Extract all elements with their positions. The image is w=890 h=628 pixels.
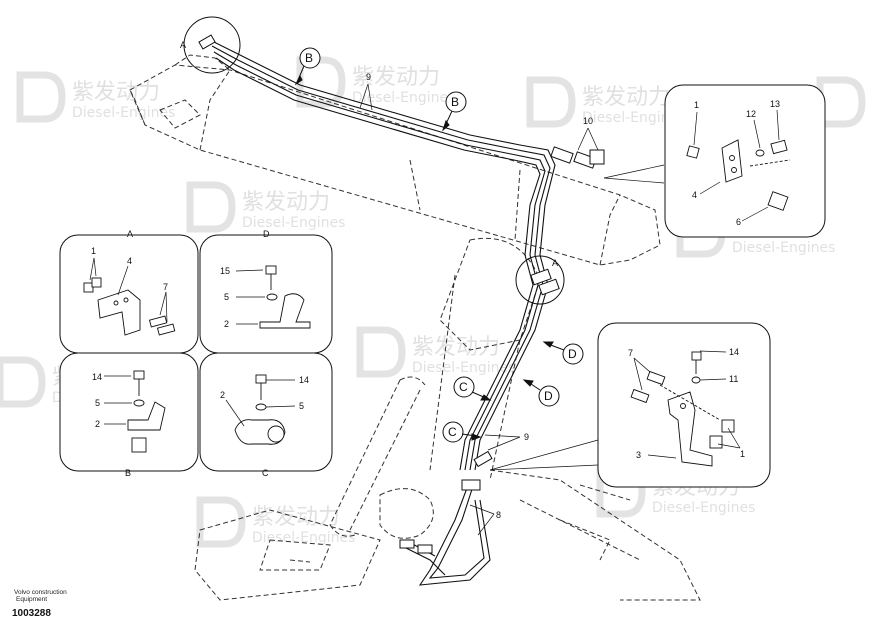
inset-a-7: 7 [163, 282, 168, 292]
top-fittings [198, 34, 605, 554]
inset-top-right: 1 12 13 4 6 [664, 84, 826, 238]
inset-c-14: 14 [299, 375, 309, 385]
inset-tr-13: 13 [770, 99, 780, 109]
inset-br-3: 3 [636, 450, 641, 460]
circled-callouts [294, 47, 584, 443]
inset-b-5: 5 [95, 398, 100, 408]
inset-a: A 1 4 7 [59, 229, 199, 354]
inset-tr-4: 4 [692, 190, 697, 200]
watermark-sub: Diesel-Engines [652, 500, 755, 516]
callout-c-2: C [448, 425, 457, 439]
inset-c-2: 2 [220, 390, 225, 400]
footer-brand-line1: Volvo construction [14, 589, 67, 596]
inset-c: 2 14 5 C [199, 352, 333, 478]
watermark-sub: Diesel-Engines [252, 530, 355, 546]
watermark-sub: Diesel-Engines [352, 90, 455, 106]
callout-a-mid: A [552, 258, 558, 268]
callout-d-2: D [544, 389, 553, 403]
callout-8: 8 [496, 510, 501, 520]
watermark-brand: 紫发动力 [582, 85, 670, 110]
watermark-sub: Diesel-Engines [582, 110, 685, 126]
inset-d: D 15 5 2 [199, 229, 333, 354]
inset-br-11: 11 [729, 374, 738, 384]
footer-drawing-number: 1003288 [12, 608, 51, 619]
watermark-brand: 紫发动力 [72, 80, 160, 105]
watermark-brand: 紫发动力 [242, 190, 330, 215]
inset-tr-6: 6 [736, 217, 741, 227]
inset-c-title: C [262, 468, 269, 478]
watermark-sub: Diesel-Engines [72, 105, 175, 121]
inset-br-1: 1 [740, 449, 745, 459]
callout-c-1: C [459, 380, 468, 394]
inset-d-15: 15 [220, 266, 230, 276]
inset-b-title: B [125, 468, 131, 478]
inset-b-2: 2 [95, 419, 100, 429]
inset-bottom-right: 7 14 11 3 1 [597, 322, 771, 488]
circled-callout-letters: B B D D C C [305, 51, 577, 439]
inset-br-14: 14 [729, 347, 739, 357]
inset-a-title: A [127, 229, 133, 239]
inset-d-2: 2 [224, 319, 229, 329]
inset-a-4: 4 [127, 256, 132, 266]
footer-brand-line2: Equipment [16, 596, 48, 603]
main-callouts: A A 9 10 9 8 [180, 40, 665, 536]
callout-b-2: B [451, 95, 459, 109]
detail-circle-a-mid [515, 255, 565, 305]
inset-br-7: 7 [628, 348, 633, 358]
callout-9-bottom: 9 [524, 432, 529, 442]
inset-d-title: D [263, 229, 270, 239]
watermark-brand: 紫发动力 [352, 65, 440, 90]
watermark-sub: Diesel-Engines [412, 360, 515, 376]
watermark-brand: 紫发动力 [412, 335, 500, 360]
hydraulic-lines [209, 39, 556, 586]
callout-a-top: A [180, 40, 186, 50]
inset-a-1: 1 [91, 246, 96, 256]
callout-9-top: 9 [366, 72, 371, 82]
inset-tr-1: 1 [694, 100, 699, 110]
inset-b-14: 14 [92, 372, 102, 382]
watermark-sub: Diesel-Engines [242, 215, 345, 231]
inset-d-5: 5 [224, 292, 229, 302]
callout-b-1: B [305, 51, 313, 65]
inset-b: 14 5 2 B [59, 352, 199, 478]
inset-c-5: 5 [299, 401, 304, 411]
inset-tr-12: 12 [746, 109, 756, 119]
callout-10: 10 [583, 116, 593, 126]
callout-d-1: D [568, 347, 577, 361]
watermark-sub: Diesel-Engines [732, 240, 835, 256]
detail-circle-a-top [183, 16, 241, 74]
